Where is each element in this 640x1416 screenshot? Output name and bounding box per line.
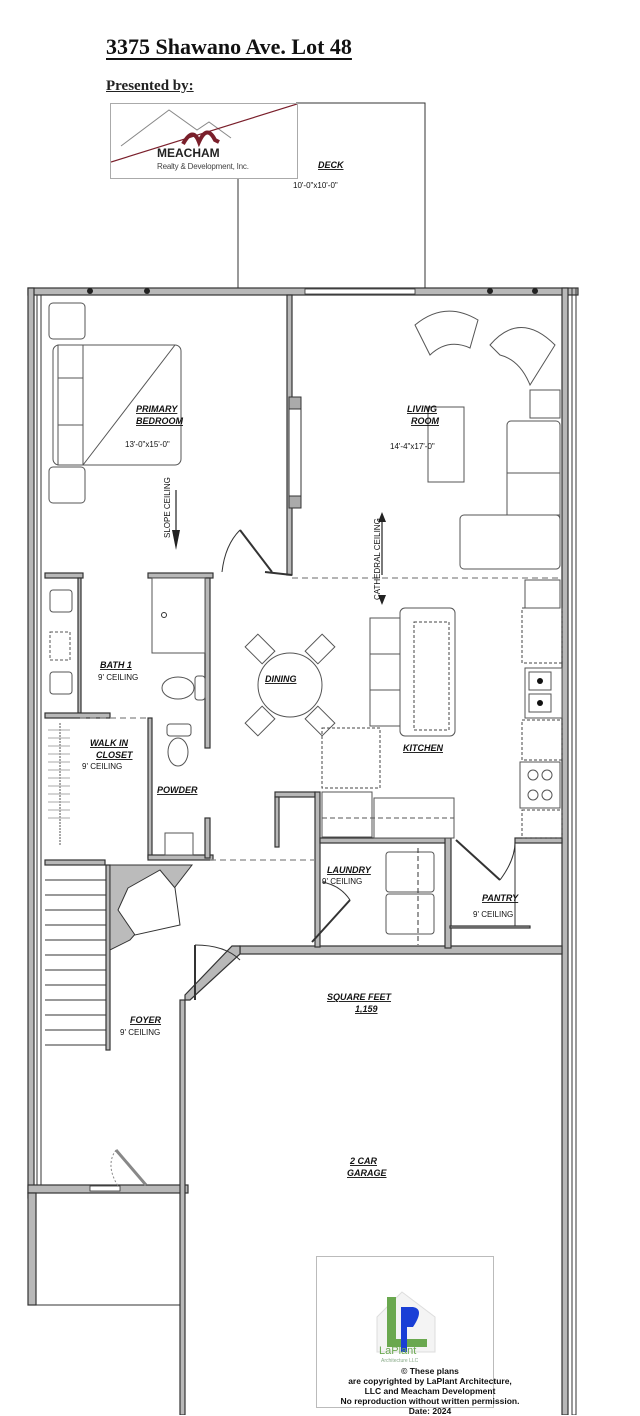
laplant-name: LaPlant — [379, 1345, 417, 1357]
living-room-label-1: LIVING — [407, 404, 437, 414]
laplant-logo: LaPlant Architecture LLC — [316, 1256, 494, 1408]
laundry-label: LAUNDRY — [327, 865, 372, 875]
copyright-line-4: No reproduction without written permissi… — [340, 1396, 520, 1406]
deck-outline — [237, 102, 426, 290]
walk-in-closet-ceiling: 9' CEILING — [82, 762, 122, 771]
living-room-size: 14'-4"x17'-0" — [390, 442, 435, 451]
deck-size: 10'-0"x10'-0" — [293, 181, 338, 190]
laundry-ceiling: 9' CEILING — [322, 877, 362, 886]
primary-bedroom-size: 13'-0"x15'-0" — [125, 440, 170, 449]
square-feet-value: 1,159 — [355, 1004, 378, 1014]
copyright-notice: © These plans are copyrighted by LaPlant… — [310, 1366, 550, 1416]
copyright-line-5: Date: 2024 — [408, 1406, 452, 1416]
walk-in-closet-label-2: CLOSET — [96, 750, 134, 760]
mountain-logo-icon — [111, 104, 297, 163]
dining-table — [244, 633, 336, 737]
living-room-label-2: ROOM — [411, 416, 440, 426]
cathedral-ceiling-note: CATHEDRAL CEILING — [373, 518, 382, 600]
page-title: 3375 Shawano Ave. Lot 48 — [106, 34, 352, 59]
primary-bedroom-label-1: PRIMARY — [136, 404, 178, 414]
powder-label: POWDER — [157, 785, 198, 795]
foyer-label: FOYER — [130, 1015, 162, 1025]
laplant-subtitle: Architecture LLC — [381, 1358, 419, 1364]
pantry-label: PANTRY — [482, 893, 519, 903]
laundry-machines — [385, 843, 516, 945]
interior-walls — [44, 294, 563, 1187]
bedroom-furniture — [48, 302, 182, 550]
slope-ceiling-note: SLOPE CEILING — [163, 477, 172, 538]
bath-fixtures — [48, 577, 206, 856]
exterior-walls — [27, 287, 579, 1415]
room-labels: DECK 10'-0"x10'-0" PRIMARY BEDROOM 13'-0… — [82, 160, 519, 1178]
kitchen-label: KITCHEN — [403, 743, 443, 753]
square-feet-label: SQUARE FEET — [327, 992, 393, 1002]
copyright-line-1: © These plans — [401, 1366, 459, 1376]
stairs — [45, 879, 106, 1046]
walk-in-closet-label-1: WALK IN — [90, 738, 128, 748]
living-furniture — [378, 310, 561, 605]
bath-1-label: BATH 1 — [100, 660, 132, 670]
copyright-line-2: are copyrighted by LaPlant Architecture, — [348, 1376, 512, 1386]
presented-by-label: Presented by: — [106, 78, 194, 94]
meacham-subtitle: Realty & Development, Inc. — [157, 162, 249, 171]
foyer-ceiling: 9' CEILING — [120, 1028, 160, 1037]
bath-1-ceiling: 9' CEILING — [98, 673, 138, 682]
deck-label: DECK — [318, 160, 345, 170]
pantry-ceiling: 9' CEILING — [473, 910, 513, 919]
copyright-line-3: LLC and Meacham Development — [364, 1386, 496, 1396]
meacham-name: MEACHAM — [157, 146, 220, 160]
kitchen-fixtures — [321, 579, 563, 839]
garage-label-2: GARAGE — [347, 1168, 387, 1178]
dining-label: DINING — [265, 674, 297, 684]
laplant-house-icon — [376, 1291, 436, 1353]
garage-label-1: 2 CAR — [349, 1156, 378, 1166]
meacham-logo: MEACHAM Realty & Development, Inc. — [110, 103, 298, 179]
primary-bedroom-label-2: BEDROOM — [136, 416, 184, 426]
